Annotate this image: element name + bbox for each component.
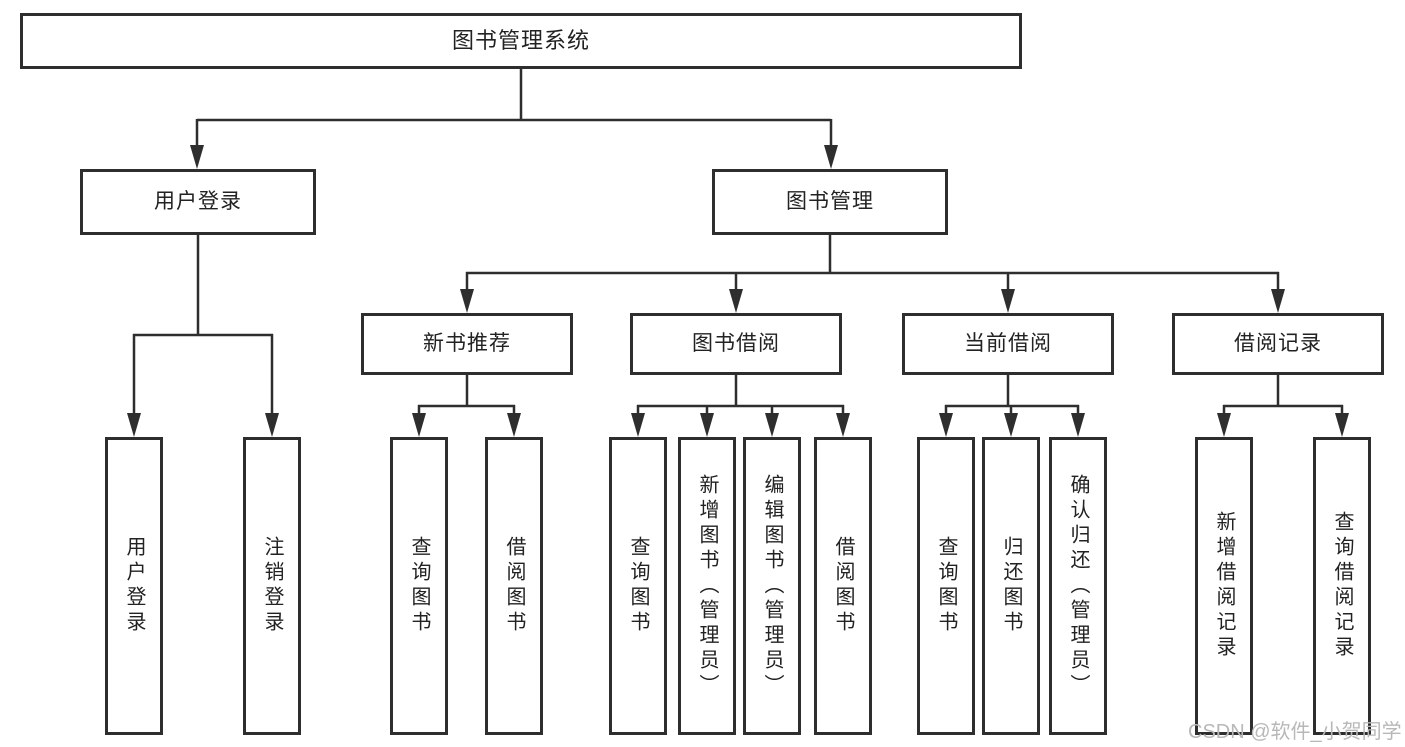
leaf-query-borrow-record-label: 查询借阅记录 [1331,511,1353,661]
connector-paths [132,69,1344,415]
leaf-return-book-label: 归还图书 [1000,536,1022,636]
node-user-login: 用户登录 [80,169,316,235]
leaf-confirm-return-admin-label: 确认归还（管理员） [1067,473,1089,699]
leaf-query-books-current-label: 查询图书 [935,536,957,636]
leaf-logout: 注销登录 [243,437,301,735]
leaf-user-login-label: 用户登录 [123,536,145,636]
arrowheads [127,145,1349,437]
node-book-management: 图书管理 [712,169,948,235]
leaf-query-books-borrow-label: 查询图书 [627,536,649,636]
leaf-query-books-current: 查询图书 [917,437,975,735]
leaf-query-books-recommend-label: 查询图书 [408,536,430,636]
leaf-query-books-recommend: 查询图书 [390,437,448,735]
leaf-edit-book-admin: 编辑图书（管理员） [743,437,801,735]
node-borrow-records: 借阅记录 [1172,313,1384,375]
leaf-query-books-borrow: 查询图书 [609,437,667,735]
leaf-borrow-books-recommend-label: 借阅图书 [503,536,525,636]
leaf-borrow-books-label: 借阅图书 [832,536,854,636]
leaf-add-book-admin-label: 新增图书（管理员） [696,473,718,699]
leaf-borrow-books-recommend: 借阅图书 [485,437,543,735]
leaf-confirm-return-admin: 确认归还（管理员） [1049,437,1107,735]
node-new-book-recommend: 新书推荐 [361,313,573,375]
leaf-borrow-books: 借阅图书 [814,437,872,735]
node-root: 图书管理系统 [20,13,1022,69]
leaf-logout-label: 注销登录 [261,536,283,636]
leaf-add-borrow-record-label: 新增借阅记录 [1213,511,1235,661]
leaf-user-login: 用户登录 [105,437,163,735]
node-current-borrow: 当前借阅 [902,313,1114,375]
csdn-watermark: CSDN @软件_小贺同学 [1188,721,1402,743]
leaf-return-book: 归还图书 [982,437,1040,735]
leaf-add-borrow-record: 新增借阅记录 [1195,437,1253,735]
leaf-edit-book-admin-label: 编辑图书（管理员） [761,473,783,699]
leaf-add-book-admin: 新增图书（管理员） [678,437,736,735]
node-book-borrow: 图书借阅 [630,313,842,375]
leaf-query-borrow-record: 查询借阅记录 [1313,437,1371,735]
